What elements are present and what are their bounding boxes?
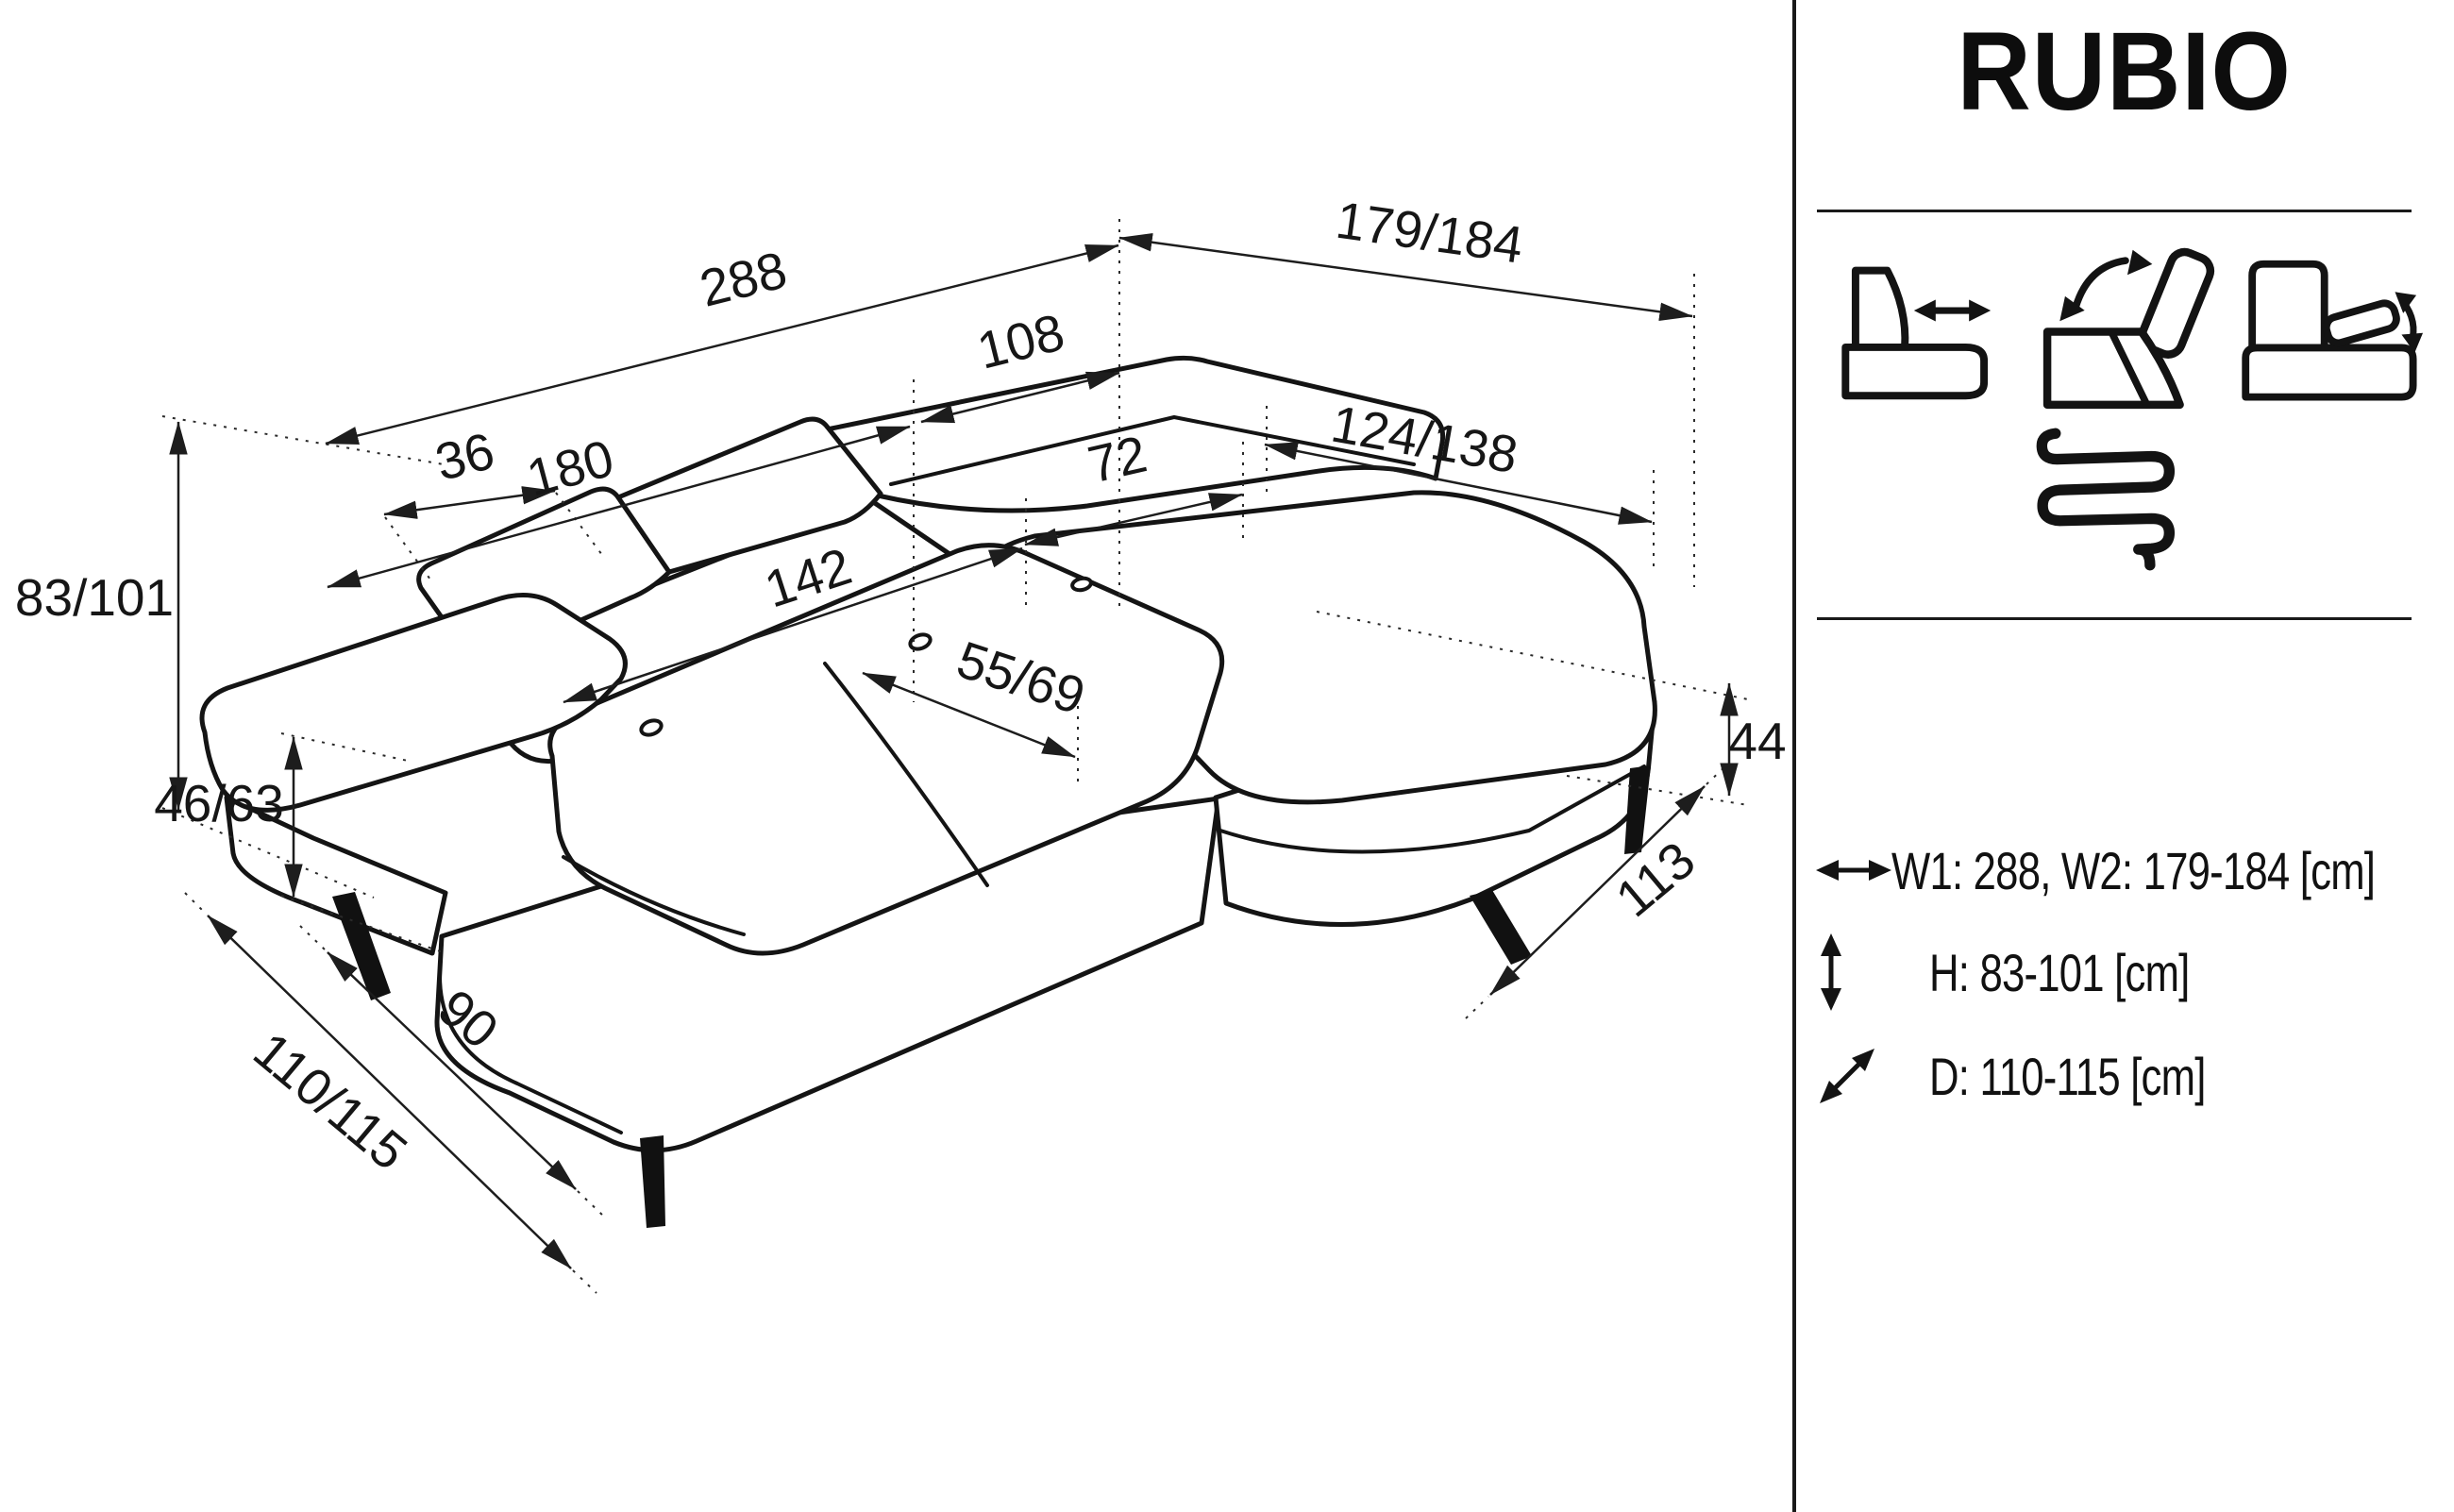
tuft-button bbox=[1070, 576, 1093, 593]
dim-label-height-total: 83/101 bbox=[15, 568, 174, 627]
dim-label-depth-total: 110/115 bbox=[243, 1020, 418, 1181]
dim-label-chaise-width: 113 bbox=[1605, 831, 1706, 929]
spec-depth-value: D: 110-115 [cm] bbox=[1929, 1046, 2206, 1106]
panel-divider bbox=[1792, 0, 1796, 1512]
dim-line-depth-total bbox=[207, 915, 572, 1269]
tuft-button bbox=[639, 718, 664, 737]
dim-label-height-seat: 46/63 bbox=[154, 774, 284, 832]
model-title: RUBIO bbox=[1795, 8, 2454, 136]
spec-height-text: H: 83-101 [cm] bbox=[1929, 942, 2262, 1003]
depth-double-arrow-icon bbox=[1816, 1045, 1929, 1107]
dim-line-chaise-width bbox=[1489, 785, 1706, 996]
dim-line-headrest-offset bbox=[383, 486, 556, 519]
dim-line-chaise-cushion bbox=[1264, 442, 1653, 525]
spec-width-text: W1: 288, W2: 179-184 [cm] bbox=[1891, 840, 2454, 901]
seat-front-seam bbox=[562, 855, 746, 936]
dim-label-right-seat-width: 72 bbox=[1083, 424, 1152, 494]
sofa-technical-drawing: 288 108 180 72 142 36 179/184 124/138 83… bbox=[15, 191, 1787, 1294]
height-double-arrow-icon bbox=[1816, 933, 1929, 1011]
model-title-text: RUBIO bbox=[1957, 9, 2293, 134]
divider-top bbox=[1817, 210, 2412, 212]
dim-label-height-chaise: 44 bbox=[1728, 712, 1786, 770]
spec-height-value: H: 83-101 [cm] bbox=[1929, 942, 2190, 1002]
divider-bottom bbox=[1817, 617, 2412, 620]
armrest-tilt-icon bbox=[2242, 260, 2424, 401]
dim-label-chaise-total: 179/184 bbox=[1333, 191, 1527, 275]
dim-line-chaise-total bbox=[1118, 233, 1693, 321]
seat-depth-adjust-icon bbox=[1841, 266, 1992, 400]
spec-depth-text: D: 110-115 [cm] bbox=[1929, 1046, 2283, 1107]
info-panel: RUBIO bbox=[1795, 0, 2454, 1512]
backrest-recline-icon bbox=[2042, 247, 2215, 410]
wave-springs-icon bbox=[2036, 428, 2176, 571]
spec-row-depth: D: 110-115 [cm] bbox=[1816, 1035, 2439, 1117]
spec-row-width: W1: 288, W2: 179-184 [cm] bbox=[1816, 830, 2439, 911]
dimension-lines bbox=[169, 233, 1739, 1269]
sofa-outline bbox=[199, 355, 1657, 1228]
dim-line-seat-depth bbox=[862, 671, 1076, 759]
dim-line-back-right-width bbox=[920, 371, 1120, 424]
width-double-arrow-icon bbox=[1816, 855, 1891, 885]
sofa-leg bbox=[640, 1135, 665, 1228]
spec-row-height: H: 83-101 [cm] bbox=[1816, 932, 2439, 1013]
dim-label-total-width: 288 bbox=[694, 240, 792, 317]
sofa-leg bbox=[1470, 890, 1532, 965]
dim-line-seat-width bbox=[563, 546, 1023, 704]
dim-label-headrest-offset: 36 bbox=[429, 421, 499, 492]
dim-line-back-left-width bbox=[327, 425, 911, 589]
dim-line-right-seat-width bbox=[1024, 493, 1243, 546]
dim-label-back-right-width: 108 bbox=[971, 302, 1069, 379]
spec-width-value: W1: 288, W2: 179-184 [cm] bbox=[1891, 840, 2376, 900]
dim-line-total-width bbox=[325, 244, 1119, 445]
